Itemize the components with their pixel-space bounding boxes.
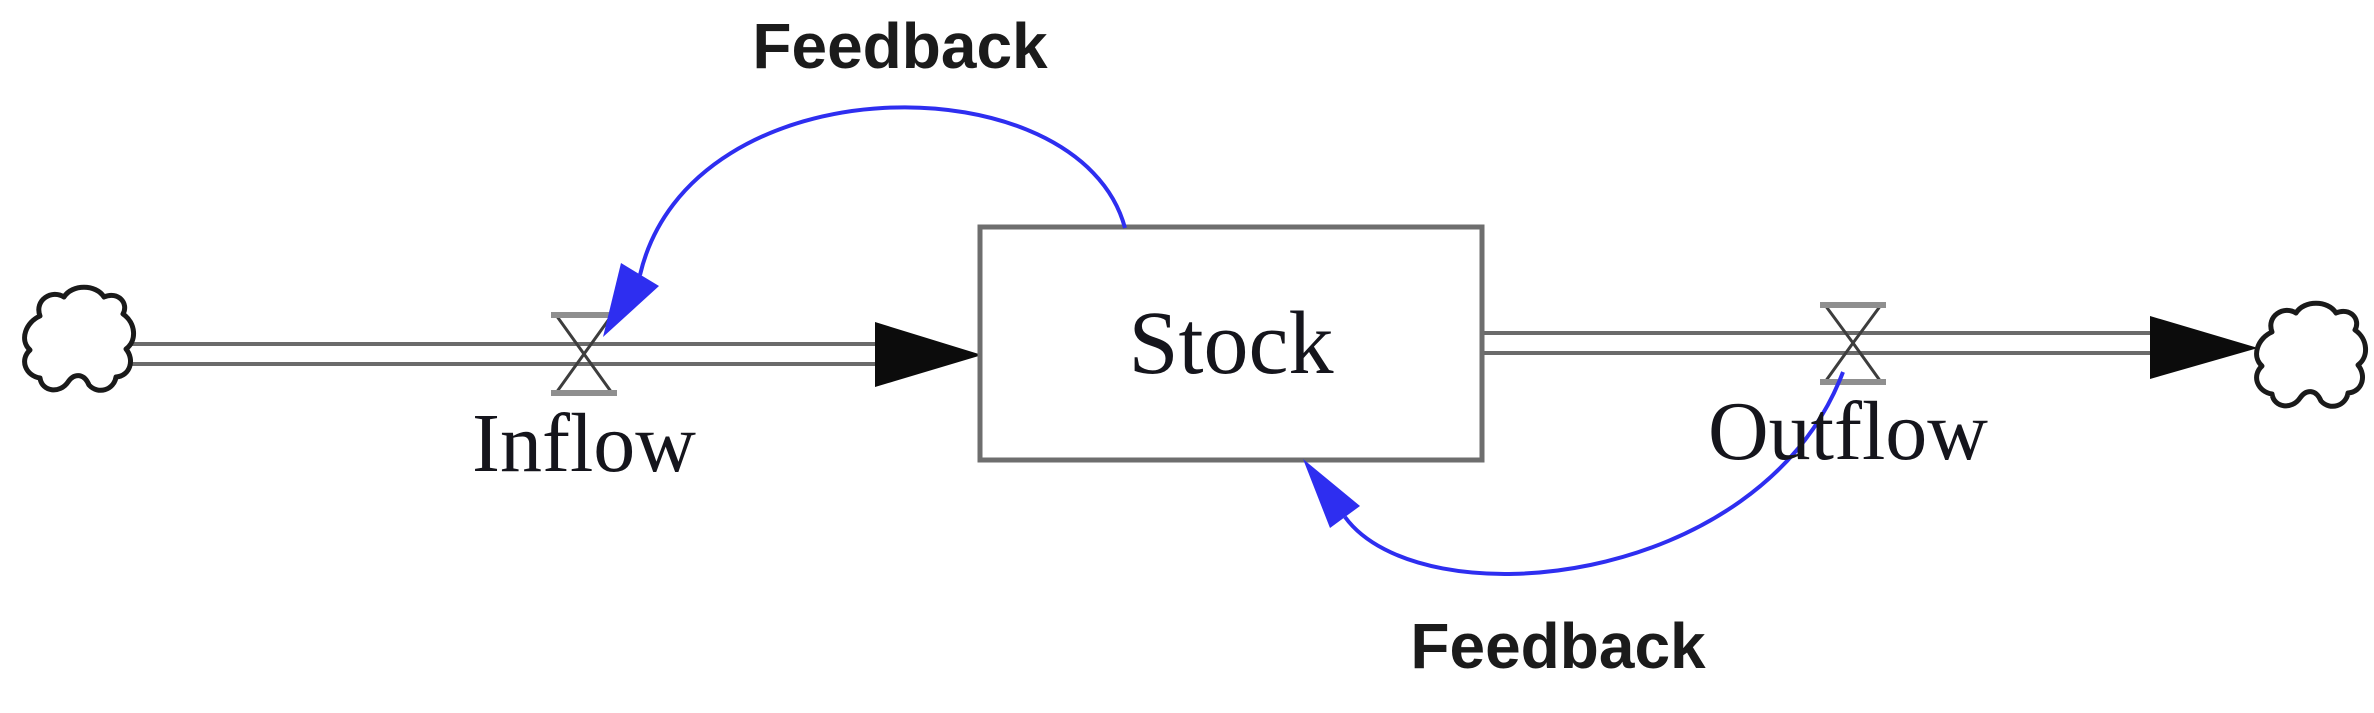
inflow-pipe[interactable]: [112, 342, 878, 366]
stock-label: Stock: [1128, 294, 1334, 393]
outflow-label: Outflow: [1708, 385, 1988, 478]
outflow-valve-bottom-triangle: [1822, 340, 1884, 384]
sink-cloud-icon[interactable]: [2254, 300, 2368, 409]
feedback-link-top-arrowhead-icon: [603, 263, 659, 337]
feedback-link-bottom-curve: [1343, 371, 1845, 576]
feedback-link-top-curve: [638, 105, 1127, 276]
outflow-pipe[interactable]: [1482, 331, 2152, 355]
feedback-link-top[interactable]: [603, 105, 1127, 337]
feedback-link-bottom[interactable]: [1303, 371, 1845, 576]
feedback-link-bottom-arrowhead-icon: [1303, 459, 1360, 528]
outflow-arrowhead-icon: [2150, 316, 2258, 379]
outflow-valve-top-triangle: [1822, 303, 1884, 346]
source-cloud-icon[interactable]: [22, 284, 136, 393]
inflow-label: Inflow: [472, 397, 696, 490]
inflow-arrowhead-icon: [875, 322, 982, 387]
feedback-label-top: Feedback: [752, 10, 1048, 82]
stock-box[interactable]: [977, 224, 1485, 463]
outflow-valve[interactable]: [1820, 302, 1886, 385]
inflow-valve[interactable]: [551, 312, 617, 396]
inflow-valve-top-triangle: [553, 313, 615, 357]
inflow-valve-bottom-triangle: [553, 351, 615, 395]
feedback-label-bottom: Feedback: [1410, 610, 1706, 682]
